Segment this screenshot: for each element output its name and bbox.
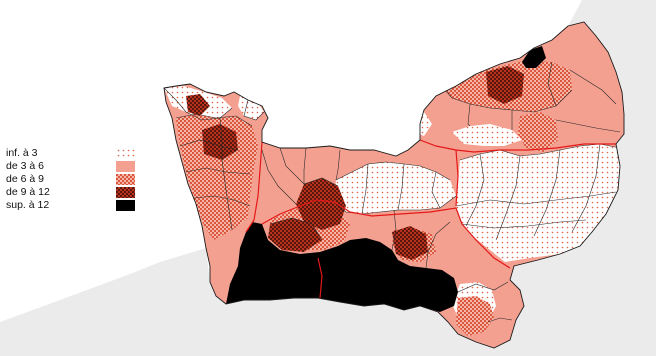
zone-inf-3-central	[334, 162, 456, 214]
legend-swatch	[116, 161, 135, 172]
legend-label: de 9 à 12	[6, 186, 50, 198]
legend-row-9-12: de 9 à 12	[6, 186, 146, 199]
zone-inf-3-northeast	[452, 124, 522, 146]
legend-label: de 3 à 6	[6, 160, 44, 172]
legend-row-6-9: de 6 à 9	[6, 173, 146, 186]
zone-sup-12-south	[226, 222, 458, 312]
legend-row-inf-3: inf. à 3	[6, 147, 146, 160]
legend-label: inf. à 3	[6, 147, 38, 159]
zone-9-12-north	[486, 66, 524, 104]
zone-9-12-cotentin	[186, 94, 210, 116]
zone-6-9-south-tip	[456, 296, 494, 336]
legend-label: de 6 à 9	[6, 173, 44, 185]
zone-9-12-west	[202, 124, 238, 160]
legend-swatch	[116, 187, 135, 198]
zone-6-9-border	[518, 112, 558, 152]
legend-swatch	[116, 174, 135, 185]
internal-borders	[164, 61, 621, 323]
map-classes	[164, 46, 624, 336]
zone-sup-12-north	[522, 46, 546, 68]
legend-row-sup-12: sup. à 12	[6, 199, 146, 212]
legend-row-3-6: de 3 à 6	[6, 160, 146, 173]
legend-swatch	[116, 148, 135, 159]
departmental-borders	[245, 139, 616, 299]
zone-9-12-orne	[392, 226, 428, 260]
zone-9-12-south	[268, 218, 322, 252]
legend-swatch	[116, 200, 135, 211]
legend-label: sup. à 12	[6, 199, 50, 211]
zone-inf-3-east	[456, 144, 624, 262]
legend: inf. à 3 de 3 à 6 de 6 à 9 de 9 à 12 sup…	[6, 147, 146, 212]
zone-9-12-central	[296, 178, 346, 230]
